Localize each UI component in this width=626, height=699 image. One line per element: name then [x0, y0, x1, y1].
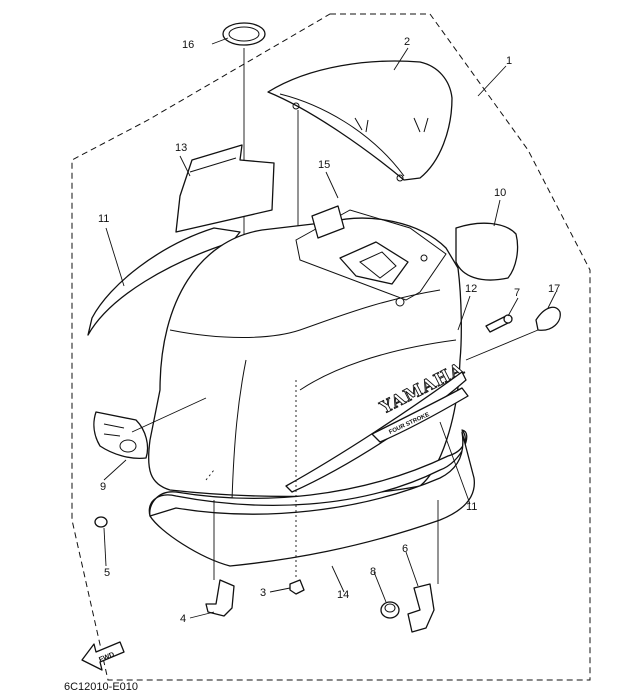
part-4-bracket	[205, 579, 235, 617]
callout-17: 17	[548, 283, 560, 295]
callout-14: 14	[337, 589, 349, 601]
leader-lines	[103, 37, 557, 619]
callout-10: 10	[494, 187, 506, 199]
part-9-emblem	[93, 411, 149, 460]
fwd-arrow-icon: FWD	[81, 641, 125, 671]
callout-7: 7	[514, 287, 520, 299]
callout-11-left: 11	[98, 213, 109, 225]
part-10-side-cover	[455, 222, 519, 281]
part-11-left-decal	[87, 227, 241, 336]
callout-8: 8	[370, 566, 376, 578]
assembly-boundary	[71, 13, 591, 681]
part-1-top-cowling: YAMAHA FOUR STROKE	[147, 205, 469, 501]
callout-12: 12	[465, 283, 477, 295]
part-17-leader	[465, 329, 539, 361]
callout-16: 16	[182, 39, 194, 51]
part-16-grommet	[222, 22, 266, 46]
part-17-cap	[535, 306, 561, 331]
dotted-line-5	[205, 469, 215, 481]
callout-5: 5	[104, 567, 110, 579]
part-6-bracket	[407, 583, 435, 633]
callout-4: 4	[180, 613, 186, 625]
part-3-nut	[289, 579, 305, 595]
callout-1: 1	[506, 55, 512, 67]
callout-11-right: 11	[466, 501, 477, 513]
part-5-clip	[94, 516, 108, 528]
callout-13: 13	[175, 142, 187, 154]
drawing-code: 6C12010-E010	[64, 681, 138, 693]
callout-6: 6	[402, 543, 408, 555]
part-12-leader	[457, 295, 471, 331]
part-8-grommet	[380, 601, 400, 619]
part-13-panel	[175, 144, 275, 233]
callout-15: 15	[318, 159, 330, 171]
part-7-screw	[485, 314, 513, 333]
part-14-seal	[148, 429, 475, 567]
callout-3: 3	[260, 587, 266, 599]
callout-2: 2	[404, 36, 410, 48]
part-2-top-cover	[267, 60, 453, 182]
callout-9: 9	[100, 481, 106, 493]
